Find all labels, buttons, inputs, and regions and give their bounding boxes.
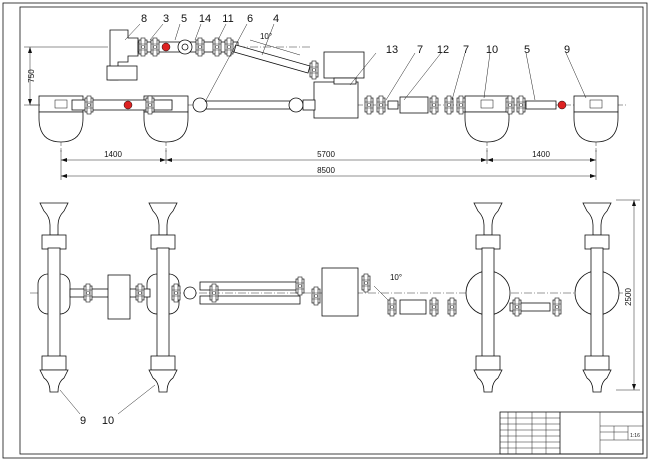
- callout-10-top: 10: [486, 44, 498, 56]
- callout-10-bottom: 10: [102, 415, 114, 427]
- callout-4: 4: [273, 13, 279, 25]
- coupling-11: [212, 37, 222, 57]
- coupling-3b: [150, 37, 160, 57]
- coupling-7e: [456, 95, 466, 115]
- callout-5-right: 5: [524, 44, 530, 56]
- coupling-6-right: [288, 97, 304, 113]
- coupling-7d: [444, 95, 454, 115]
- gearbox-13-body: [313, 81, 359, 119]
- top-callout-leaders: [124, 23, 587, 103]
- callout-7b: 7: [463, 44, 469, 56]
- coupling-left-1: [84, 95, 94, 115]
- callout-13: 13: [386, 44, 398, 56]
- inclined-shaft-4: [233, 44, 311, 74]
- shaft-left: [71, 99, 173, 111]
- angle-label-top: 10°: [260, 32, 272, 41]
- shaft-12: [399, 96, 429, 114]
- callout-5: 5: [181, 13, 187, 25]
- coupling-7a: [364, 95, 374, 115]
- dim-2500-label: 2500: [624, 288, 633, 306]
- coupling-7b: [376, 95, 386, 115]
- callout-12: 12: [437, 44, 449, 56]
- dim-1400-right: 1400: [532, 150, 550, 159]
- dim-8500: 8500: [317, 166, 335, 175]
- dimension-750: [24, 46, 108, 106]
- roll-stand-3: [464, 95, 510, 155]
- sheet-inner-frame: [19, 6, 644, 455]
- dim-1400-left: 1400: [104, 150, 122, 159]
- dimension-lines-horizontal: [60, 150, 597, 180]
- coupling-left-2: [145, 95, 155, 115]
- shaft-6: [199, 100, 297, 110]
- callout-9-top: 9: [564, 44, 570, 56]
- title-block: [499, 411, 644, 455]
- callout-11: 11: [222, 13, 233, 25]
- coupling-3: [138, 37, 148, 57]
- callout-7a: 7: [417, 44, 423, 56]
- elevation-view: 8 3 5 14 11 6 4 10° 13 7 12 7 10 5 9 750: [24, 13, 628, 180]
- roll-column-4: [574, 202, 620, 393]
- dim-750-label: 750: [27, 69, 36, 83]
- motor-base: [106, 65, 138, 81]
- roll-column-2: [146, 202, 180, 393]
- plan-view: 10° 9 10 2500: [30, 199, 640, 427]
- plan-shaft-lower: [199, 295, 301, 305]
- callout-6: 6: [247, 13, 253, 25]
- coupling-5b: [516, 95, 526, 115]
- coupling-inclined: [309, 60, 319, 80]
- angle-label-plan: 10°: [390, 273, 402, 282]
- coupling-11b: [224, 37, 234, 57]
- callout-8: 8: [141, 13, 147, 25]
- callout-9-bottom: 9: [80, 415, 86, 427]
- roll-stand-4: [573, 95, 619, 155]
- gearbox-13-upper: [323, 51, 365, 79]
- shaft-5: [525, 100, 557, 110]
- plan-motor: [107, 274, 131, 320]
- callout-14: 14: [199, 13, 211, 25]
- roll-column-3: [465, 202, 511, 393]
- dimension-2500: [616, 199, 640, 391]
- dim-5700: 5700: [317, 150, 335, 159]
- coupling-5a: [505, 95, 515, 115]
- plan-gearbox: [321, 267, 359, 317]
- coupling-6-left: [192, 97, 208, 113]
- coupling-7c: [429, 95, 439, 115]
- callout-3: 3: [163, 13, 169, 25]
- joint-pin: [161, 42, 171, 52]
- scale-value: 1:16: [630, 433, 640, 439]
- coupling-14: [195, 37, 205, 57]
- roll-column-1: [37, 202, 71, 393]
